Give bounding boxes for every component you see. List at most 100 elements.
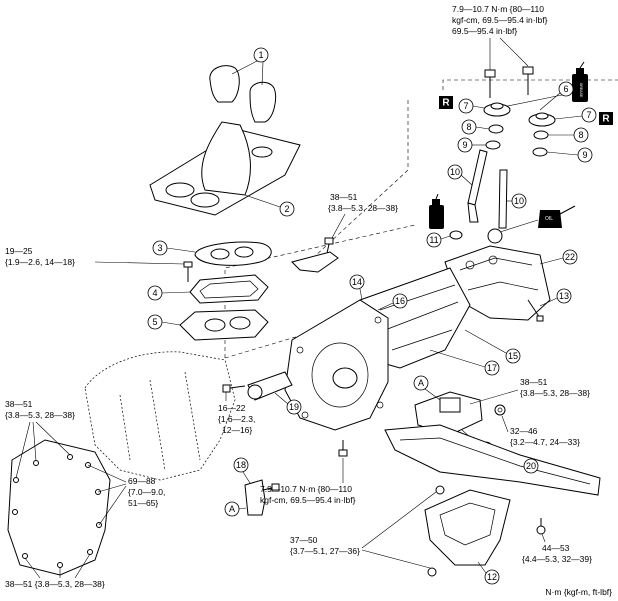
part-number-1-text: 1 bbox=[258, 50, 263, 60]
part-number-20 bbox=[523, 458, 539, 474]
under-cover bbox=[424, 489, 511, 566]
shift-knob bbox=[209, 65, 277, 123]
grease-label-top: GREASE bbox=[579, 83, 583, 98]
leader-13 bbox=[539, 297, 558, 307]
unit-note: N·m {kgf-m, ft-lbf} bbox=[545, 587, 612, 597]
leader-6 bbox=[497, 92, 563, 111]
part-number-13-text: 13 bbox=[559, 291, 569, 301]
leader-15 bbox=[464, 329, 507, 354]
part-number-12-text: 12 bbox=[487, 572, 497, 582]
top-bolts bbox=[484, 66, 534, 98]
transmission-case bbox=[284, 245, 551, 431]
part-number-13 bbox=[556, 288, 572, 304]
ring-8-right bbox=[533, 130, 549, 140]
part-number-22 bbox=[562, 249, 578, 265]
replace-badge-left-text: R bbox=[442, 98, 450, 109]
leader-1 bbox=[231, 60, 264, 86]
torque-top-1: 7.9—10.7 N·m {80—110 bbox=[452, 4, 544, 14]
leader-16 bbox=[377, 302, 394, 311]
part-number-9-left-text: 9 bbox=[462, 140, 467, 150]
breather-bolt bbox=[527, 299, 544, 322]
part-number-18-text: 18 bbox=[236, 460, 246, 470]
torque-release-2: {1.6—2.3, bbox=[218, 414, 255, 424]
reference-outline-top bbox=[442, 79, 618, 90]
bracket-bolt bbox=[291, 237, 339, 273]
leader-crossmember-left bbox=[361, 491, 437, 569]
leader-9-right bbox=[546, 151, 579, 156]
leader-left-far bbox=[15, 421, 71, 479]
leader-12 bbox=[477, 561, 487, 574]
part-number-22-text: 22 bbox=[565, 252, 575, 262]
boot-plates bbox=[179, 241, 272, 341]
torque-left-upper-2: {1.9—2.6, 14—18} bbox=[5, 257, 75, 267]
crossmember bbox=[384, 424, 601, 496]
torque-top-3: 69.5—95.4 in·lbf} bbox=[452, 26, 517, 36]
part-number-8-right-text: 8 bbox=[578, 130, 583, 140]
part-number-7-left-text: 7 bbox=[463, 101, 468, 111]
part-number-10-left bbox=[447, 164, 463, 180]
torque-bottom-mid-2: kgf-cm, 69.5—95.4 in·lbf} bbox=[260, 495, 356, 505]
part-number-8-left-text: 8 bbox=[466, 122, 471, 132]
part-number-9-right-text: 9 bbox=[582, 150, 587, 160]
part-number-1 bbox=[253, 47, 269, 63]
part-number-18 bbox=[233, 457, 249, 473]
leader-mount-right bbox=[469, 389, 519, 405]
part-number-12 bbox=[484, 569, 500, 585]
torque-top-2: kgf-cm, 69.5—95.4 in·lbf} bbox=[452, 15, 548, 25]
leader-4 bbox=[161, 291, 191, 294]
ref-a-upper-text: A bbox=[418, 378, 424, 388]
part-number-7-right bbox=[581, 107, 597, 123]
leader-18 bbox=[242, 471, 251, 484]
leader-8-left bbox=[475, 126, 490, 130]
torque-upper-mid-1: 38—51 bbox=[330, 192, 358, 202]
grease-icon-top: GREASE bbox=[572, 61, 588, 102]
shift-levers bbox=[467, 149, 508, 244]
torque-bottom-left: 38—51 {3.8—5.3, 28—38} bbox=[5, 579, 105, 589]
leader-upper-mid bbox=[331, 213, 346, 239]
oil-icon: OIL bbox=[538, 205, 576, 228]
bracket-18 bbox=[244, 479, 280, 516]
leader-22 bbox=[539, 257, 564, 265]
torque-mount-low-2: {3.2—4.7, 24—33} bbox=[510, 437, 580, 447]
leader-2 bbox=[244, 194, 281, 208]
leader-crossmember-right bbox=[541, 533, 546, 543]
housing-bolt-pattern bbox=[7, 439, 111, 576]
leader-14 bbox=[359, 288, 363, 301]
part-number-6-text: 6 bbox=[563, 84, 568, 94]
torque-left-upper-1: 19—25 bbox=[5, 246, 33, 256]
shift-boot-console bbox=[149, 121, 301, 216]
torque-crossmember-left-1: 37—50 bbox=[290, 535, 318, 545]
boot-bolt bbox=[183, 261, 193, 282]
part-number-16 bbox=[392, 293, 408, 309]
torque-crossmember-left-2: {3.7—5.1, 27—36} bbox=[290, 546, 360, 556]
leader-housing bbox=[87, 464, 127, 526]
torque-upper-mid-2: {3.8—5.3, 28—38} bbox=[328, 203, 398, 213]
torque-left-far-2: {3.8—5.3, 28—38} bbox=[5, 410, 75, 420]
part-number-2-text: 2 bbox=[284, 204, 289, 214]
part-number-7-right-text: 7 bbox=[586, 110, 591, 120]
leader-ref-a-lower bbox=[238, 507, 247, 510]
mount-nut bbox=[494, 404, 506, 416]
cap-9-right bbox=[532, 147, 548, 157]
part-number-19 bbox=[286, 399, 302, 415]
part-number-10-right-text: 10 bbox=[514, 196, 524, 206]
oil-label: OIL bbox=[545, 216, 553, 222]
leader-oil bbox=[499, 219, 539, 233]
torque-mount-right-2: {3.8—5.3, 28—38} bbox=[520, 388, 590, 398]
part-number-17-text: 17 bbox=[487, 363, 497, 373]
part-number-14 bbox=[349, 274, 365, 290]
cap-9-left bbox=[485, 140, 501, 150]
torque-crossmember-right-1: 44—53 bbox=[542, 543, 570, 553]
leader-mount-low bbox=[501, 415, 509, 433]
part-number-3-text: 3 bbox=[157, 243, 162, 253]
ring-11 bbox=[449, 230, 463, 240]
torque-housing-3: 51—65} bbox=[128, 498, 158, 508]
part-number-19-text: 19 bbox=[289, 402, 299, 412]
part-number-2 bbox=[279, 201, 295, 217]
torque-release-3: 12—16} bbox=[222, 425, 252, 435]
torque-left-far-1: 38—51 bbox=[5, 399, 33, 409]
part-number-15-text: 15 bbox=[508, 351, 518, 361]
engine-outline bbox=[84, 351, 236, 481]
grease-icon-lower bbox=[429, 193, 444, 229]
